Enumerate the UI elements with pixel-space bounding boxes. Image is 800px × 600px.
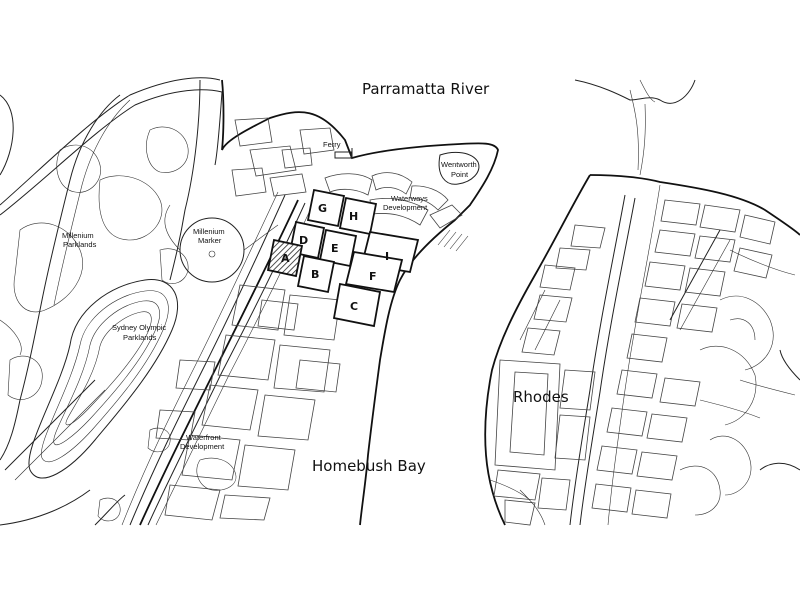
waterways-label-1: Waterways [391,194,428,203]
lot-c[interactable] [332,282,382,328]
lot-a[interactable] [266,238,304,278]
lot-h-label: H [349,210,358,223]
lot-a-label: A [281,252,290,265]
waterways-label-2: Development [383,203,428,212]
millenium-marker-label-2: Marker [198,236,222,245]
lot-b[interactable] [296,254,336,294]
millenium-parklands-label-2: Parklands [63,240,97,249]
lot-f-label: F [369,270,377,283]
waterfront-label-2: Development [180,442,225,451]
parramatta-river-label: Parramatta River [362,80,490,98]
rhodes-parcels [493,199,776,526]
rhodes-label: Rhodes [513,388,569,406]
millenium-marker-label-1: Millenium [193,227,225,236]
lot-d-label: D [299,234,308,247]
millenium-parklands-label-1: Millenium [62,231,94,240]
lot-g[interactable] [306,188,346,228]
waterfront-label-1: Waterfront [186,433,222,442]
lot-i-label: I [385,250,389,263]
lot-c-label: C [350,300,358,313]
olympic-parklands-label-2: Parklands [123,333,157,342]
development-lots: G H I D E A B F C [266,188,420,328]
lot-b-label: B [311,268,319,281]
lot-e-label: E [331,242,339,255]
wentworth-point-label-1: Wentworth [441,160,477,169]
rhodes-peninsula [484,79,800,526]
homebush-bay-label: Homebush Bay [312,457,426,475]
labels: Parramatta River Homebush Bay Rhodes Fer… [62,80,569,475]
wentworth-point-label-2: Point [451,170,469,179]
lot-f[interactable] [344,250,404,294]
olympic-parklands-label-1: Sydney Olympic [112,323,166,332]
lot-g-label: G [318,202,327,215]
ferry-label: Ferry [323,140,341,149]
